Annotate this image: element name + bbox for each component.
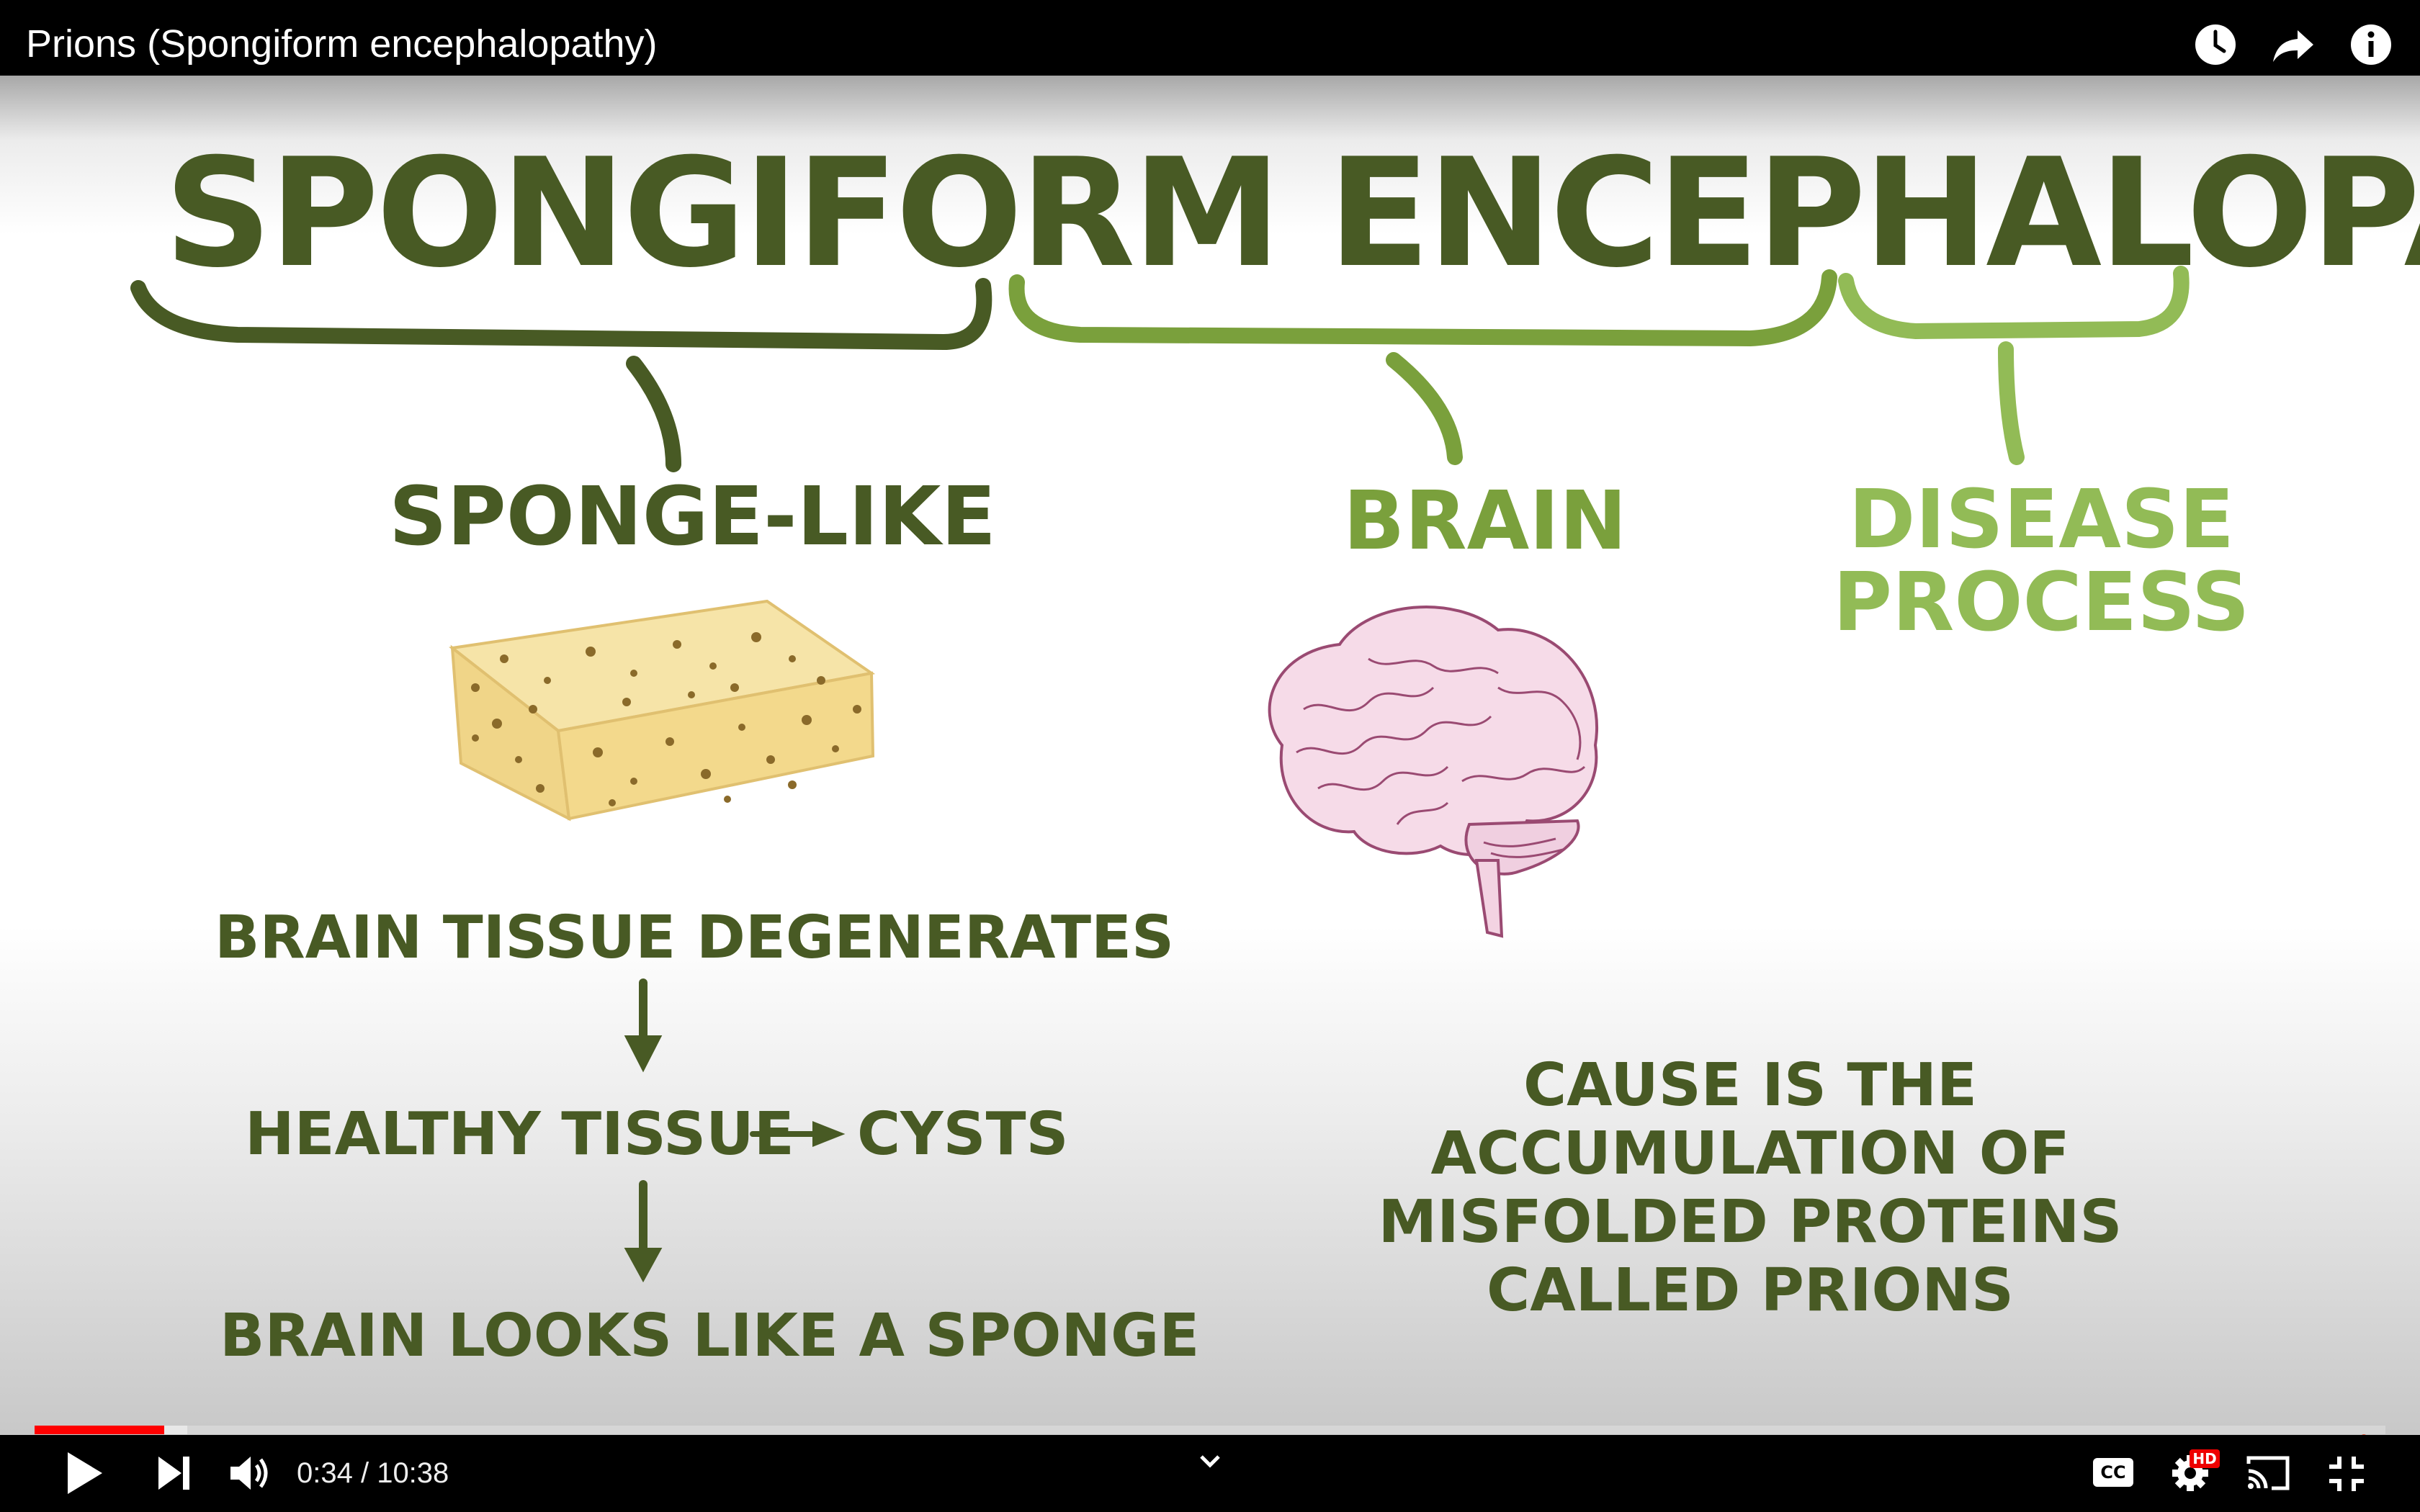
brace-spongiform bbox=[130, 278, 992, 351]
info-icon[interactable] bbox=[2348, 22, 2394, 68]
flow-arrows bbox=[624, 978, 846, 1283]
brace-pathy bbox=[1838, 266, 2190, 340]
brace-pathy-stem bbox=[1998, 341, 2025, 465]
title-part-encephalo: ENCEPHALO bbox=[1327, 127, 2313, 301]
chevron-down-icon[interactable] bbox=[1196, 1449, 1224, 1471]
cc-icon[interactable]: CC bbox=[2093, 1458, 2133, 1487]
label-disease-process: DISEASE PROCESS bbox=[1833, 479, 2250, 644]
arrow-right-head bbox=[812, 1121, 846, 1147]
flow-step-sponge: BRAIN LOOKS LIKE A SPONGE bbox=[220, 1302, 1200, 1370]
next-icon[interactable] bbox=[156, 1452, 194, 1494]
cc-label: CC bbox=[2100, 1462, 2126, 1482]
brace-spongiform-stem bbox=[626, 356, 681, 472]
cause-text: CAUSE IS THE ACCUMULATION OF MISFOLDED P… bbox=[1378, 1051, 2123, 1325]
brain-illustration bbox=[1268, 606, 1598, 938]
slide-main-title: SPONGIFORM ENCEPHALOPATHY bbox=[164, 139, 2420, 289]
arrow-down-2-head bbox=[624, 1248, 663, 1283]
label-disease-line2: PROCESS bbox=[1833, 556, 2250, 649]
hd-badge: HD bbox=[2190, 1449, 2220, 1468]
sponge-illustration bbox=[449, 599, 876, 822]
cast-icon[interactable] bbox=[2246, 1454, 2290, 1493]
flow-step-degenerates: BRAIN TISSUE DEGENERATES bbox=[215, 904, 1175, 972]
label-disease-line1: DISEASE bbox=[1848, 473, 2235, 567]
flow-step-cysts: CYSTS bbox=[857, 1100, 1069, 1169]
progress-bar[interactable] bbox=[35, 1426, 2385, 1434]
title-part-spongiform: SPONGIFORM bbox=[164, 127, 1281, 301]
channel-watermark-icon[interactable] bbox=[2331, 1431, 2385, 1435]
progress-played bbox=[35, 1426, 164, 1434]
arrow-down-1-head bbox=[624, 1035, 663, 1073]
watch-later-icon[interactable] bbox=[2192, 22, 2238, 68]
share-icon[interactable] bbox=[2270, 22, 2316, 68]
video-title[interactable]: Prions (Spongiform encephalopathy) bbox=[26, 22, 658, 66]
label-brain: BRAIN bbox=[1343, 474, 1627, 568]
brace-encephalo bbox=[1008, 269, 1837, 347]
video-title-bar: Prions (Spongiform encephalopathy) bbox=[0, 0, 2420, 76]
player-controls: 0:34 / 10:38 CC HD bbox=[0, 1435, 2420, 1512]
exit-fullscreen-icon[interactable] bbox=[2326, 1454, 2367, 1494]
video-frame[interactable]: SPONGIFORM ENCEPHALOPATHY bbox=[0, 76, 2420, 1435]
title-part-pathy: PATHY bbox=[2311, 127, 2420, 301]
play-icon[interactable] bbox=[63, 1449, 107, 1497]
top-icon-group bbox=[2192, 22, 2394, 68]
slide-drawing-layer bbox=[130, 266, 2190, 1283]
brace-encephalo-stem bbox=[1386, 352, 1463, 465]
time-display: 0:34 / 10:38 bbox=[297, 1457, 449, 1489]
label-sponge-like: SPONGE-LIKE bbox=[389, 470, 996, 564]
flow-step-healthy-tissue: HEALTHY TISSUE bbox=[245, 1100, 794, 1169]
volume-icon[interactable] bbox=[228, 1452, 272, 1494]
